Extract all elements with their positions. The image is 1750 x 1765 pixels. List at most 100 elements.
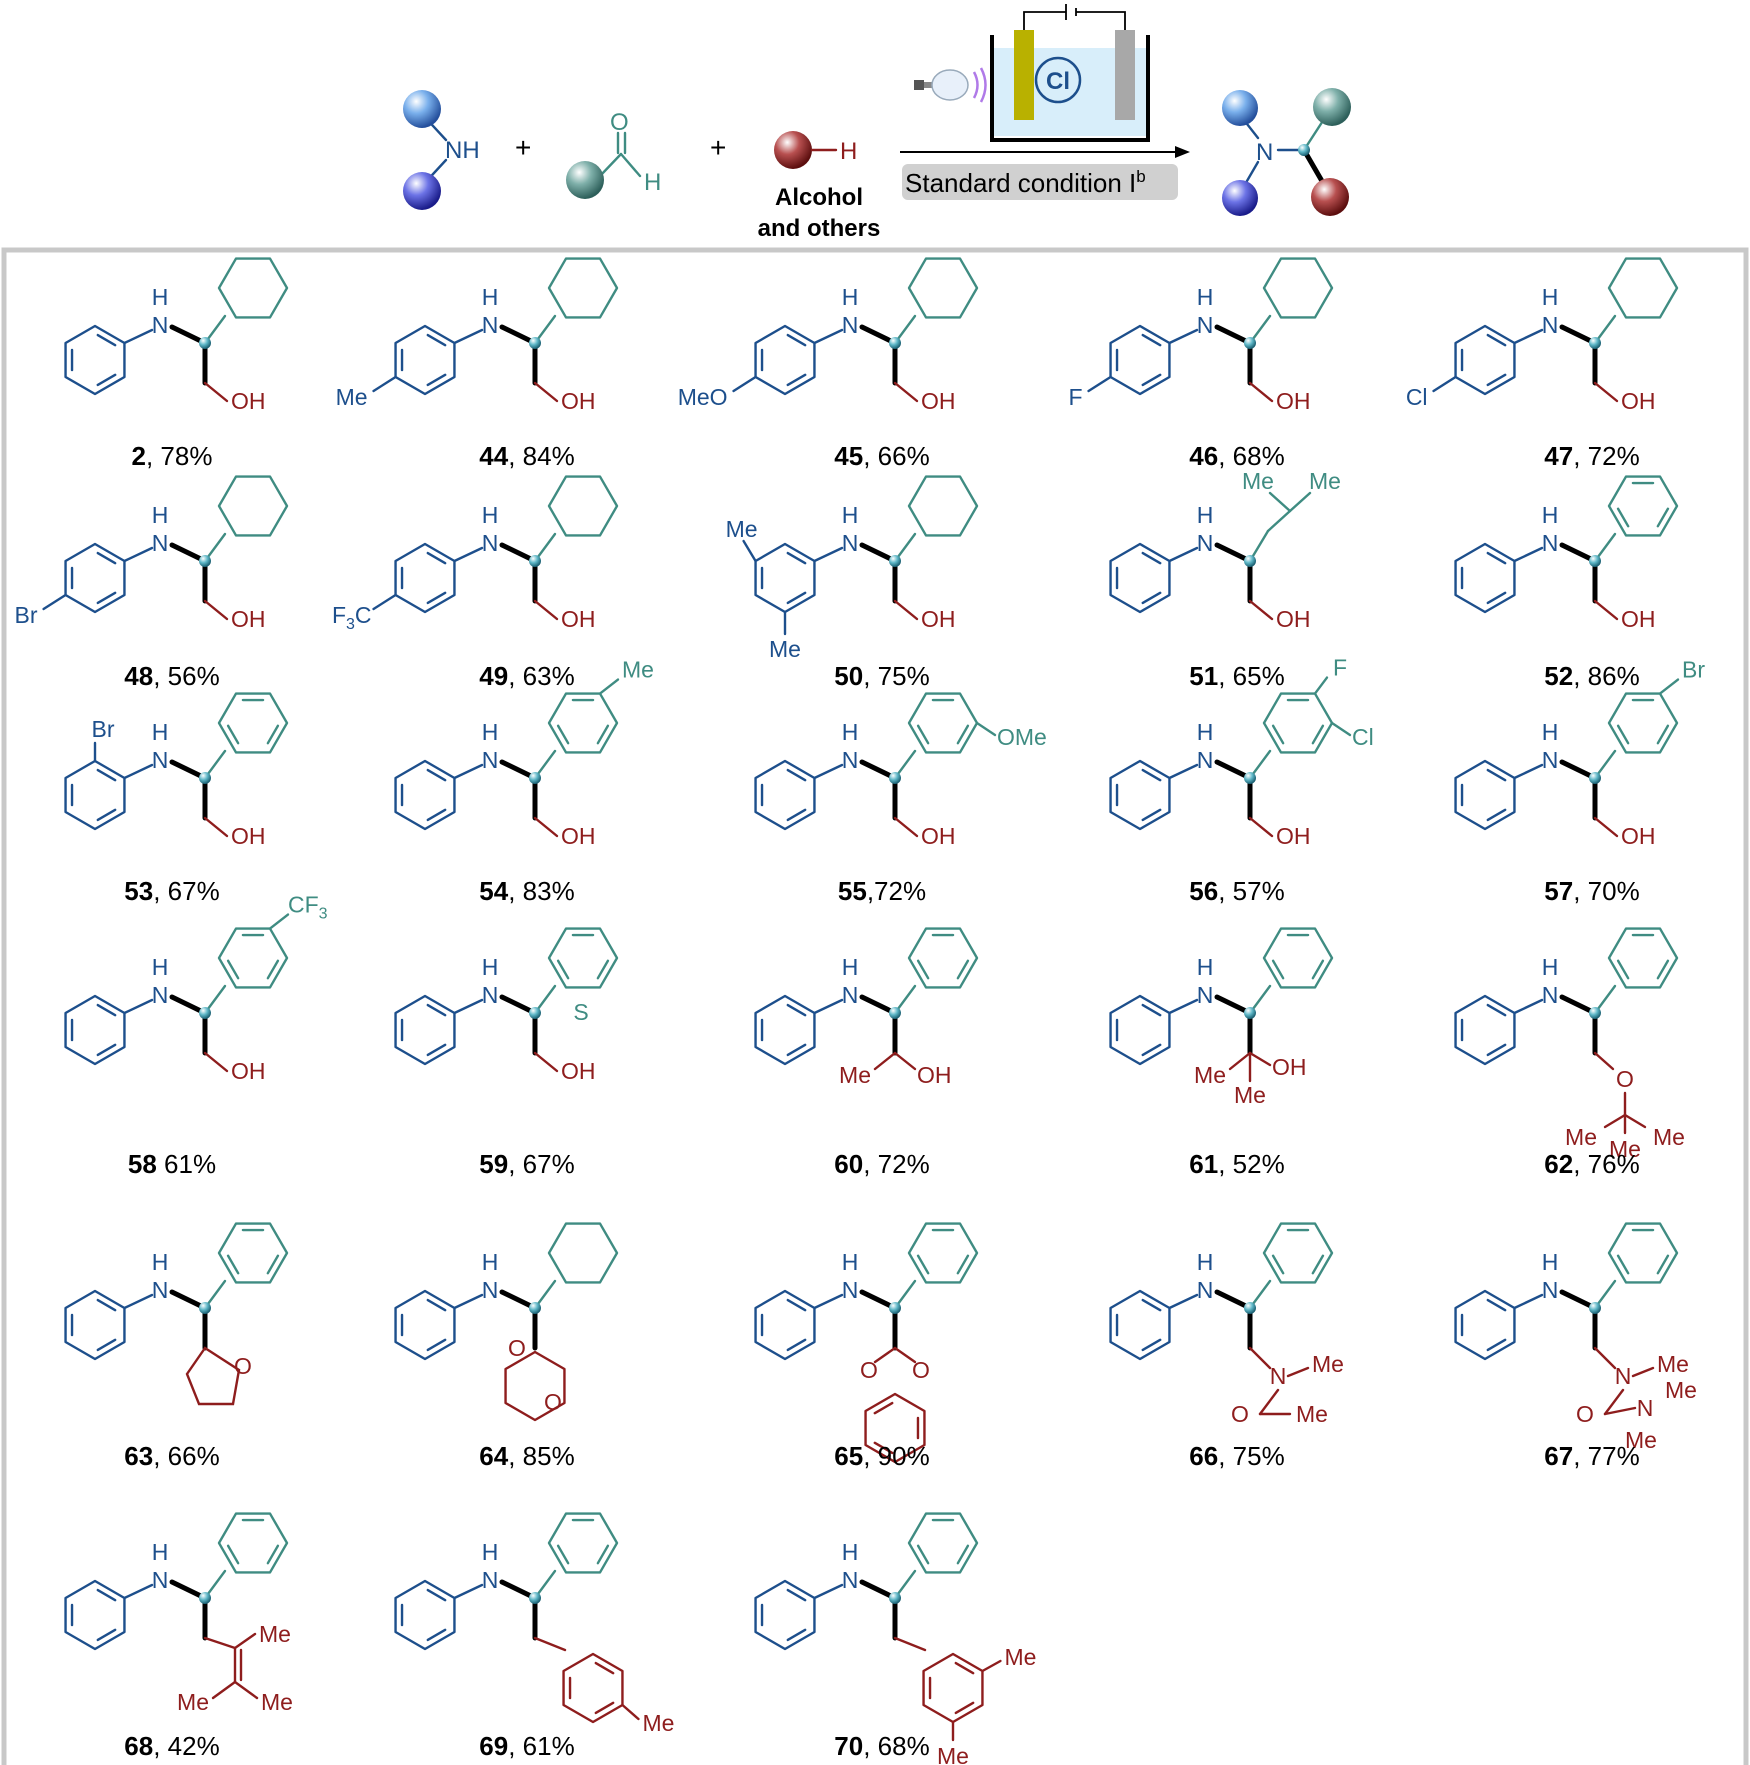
nh-nitrogen-label: N bbox=[842, 982, 859, 1008]
aryl-bromo-label: Br bbox=[92, 716, 115, 742]
hydroxyl-label: OH bbox=[231, 606, 266, 632]
compound-label: 61, 52% bbox=[1189, 1149, 1284, 1179]
hydroxyl-label: OH bbox=[561, 823, 596, 849]
methyl-label: Me bbox=[1665, 1377, 1697, 1403]
methyl-label: Me bbox=[1234, 1082, 1266, 1108]
nh-nitrogen-label: N bbox=[842, 530, 859, 556]
nh-hydrogen-label: H bbox=[842, 502, 859, 528]
methyl-label: Me bbox=[642, 1710, 674, 1736]
hydroxyl-label: OH bbox=[231, 1058, 266, 1084]
aryl-substituent-label: MeO bbox=[678, 384, 728, 410]
nh-nitrogen-label: N bbox=[152, 747, 169, 773]
aldehyde-oxygen: O bbox=[610, 109, 629, 136]
nh-hydrogen-label: H bbox=[152, 1539, 169, 1565]
nh-nitrogen-label: N bbox=[152, 1567, 169, 1593]
partner-reagent: H Alcohol and others bbox=[758, 131, 880, 242]
fluoro-label: F bbox=[1333, 655, 1347, 681]
carbonyl-oxygen-label: O bbox=[1231, 1401, 1249, 1427]
nh-hydrogen-label: H bbox=[1197, 284, 1214, 310]
nh-nitrogen-label: N bbox=[1542, 312, 1559, 338]
partner-label-line1: Alcohol bbox=[775, 184, 863, 211]
nh-nitrogen-label: N bbox=[1542, 982, 1559, 1008]
thiophene-sulfur-label: S bbox=[573, 999, 588, 1025]
nh-hydrogen-label: H bbox=[1542, 954, 1559, 980]
nh-hydrogen-label: H bbox=[842, 1249, 859, 1275]
nh-hydrogen-label: H bbox=[1197, 954, 1214, 980]
nh-nitrogen-label: N bbox=[482, 1277, 499, 1303]
nh-hydrogen-label: H bbox=[482, 954, 499, 980]
nitrogen-label: N bbox=[1637, 1395, 1654, 1421]
nh-hydrogen-label: H bbox=[1542, 719, 1559, 745]
nh-hydrogen-label: H bbox=[842, 1539, 859, 1565]
nh-nitrogen-label: N bbox=[152, 982, 169, 1008]
hydroxyl-label: OH bbox=[1276, 823, 1311, 849]
reaction-arrow-icon: Standard condition Ib bbox=[900, 146, 1190, 200]
nh-hydrogen-label: H bbox=[482, 284, 499, 310]
nh-nitrogen-label: N bbox=[1197, 982, 1214, 1008]
ether-oxygen-label: O bbox=[1616, 1066, 1634, 1092]
nh-hydrogen-label: H bbox=[1542, 502, 1559, 528]
nh-hydrogen-label: H bbox=[842, 284, 859, 310]
nh-nitrogen-label: N bbox=[842, 747, 859, 773]
compound-label: 64, 85% bbox=[479, 1441, 574, 1471]
hydroxyl-label: OH bbox=[1276, 388, 1311, 414]
benzodioxole-oxygen-label: O bbox=[912, 1357, 930, 1383]
aldehyde-hydrogen: H bbox=[644, 169, 661, 196]
chloro-label: Cl bbox=[1352, 724, 1374, 750]
methyl-label: Me bbox=[1004, 1644, 1036, 1670]
nh-hydrogen-label: H bbox=[1542, 1249, 1559, 1275]
compound-label: 49, 63% bbox=[479, 661, 574, 691]
dioxane-oxygen-label: O bbox=[544, 1389, 562, 1415]
hydroxyl-label: OH bbox=[1621, 388, 1656, 414]
compound-label: 51, 65% bbox=[1189, 661, 1284, 691]
compound-label: 54, 83% bbox=[479, 876, 574, 906]
methyl-label: Me bbox=[1625, 1427, 1657, 1453]
nh-hydrogen-label: H bbox=[152, 954, 169, 980]
compound-label: 67, 77% bbox=[1544, 1441, 1639, 1471]
hydroxyl-label: OH bbox=[917, 1062, 952, 1088]
nh-hydrogen-label: H bbox=[152, 1249, 169, 1275]
methyl-label: Me bbox=[259, 1621, 291, 1647]
aryl-substituent-label: Br bbox=[15, 602, 38, 628]
para-substituent-label: Br bbox=[1682, 657, 1705, 683]
methyl-label: Me bbox=[1609, 1136, 1641, 1162]
methyl-label: Me bbox=[1565, 1124, 1597, 1150]
compound-label: 68, 42% bbox=[124, 1731, 219, 1761]
nh-nitrogen-label: N bbox=[152, 530, 169, 556]
compound-label: 44, 84% bbox=[479, 441, 574, 471]
methyl-label: Me bbox=[1657, 1351, 1689, 1377]
nitrogen-label: N bbox=[1270, 1363, 1287, 1389]
hydroxyl-label: OH bbox=[561, 606, 596, 632]
nh-nitrogen-label: N bbox=[482, 1567, 499, 1593]
thf-oxygen-label: O bbox=[234, 1353, 252, 1379]
nh-nitrogen-label: N bbox=[152, 312, 169, 338]
compound-label: 48, 56% bbox=[124, 661, 219, 691]
compound-label: 57, 70% bbox=[1544, 876, 1639, 906]
aryl-substituent-label: F bbox=[1068, 384, 1082, 410]
compound-label: 2, 78% bbox=[132, 441, 213, 471]
product-n-label: N bbox=[1256, 139, 1273, 166]
compound-label: 58 61% bbox=[128, 1149, 216, 1179]
nh-nitrogen-label: N bbox=[482, 982, 499, 1008]
reaction-header: NH + O H + H Alcohol and others bbox=[403, 4, 1351, 242]
hydroxyl-label: OH bbox=[231, 388, 266, 414]
aryl-substituent-label: Me bbox=[336, 384, 368, 410]
lamp-icon bbox=[914, 67, 987, 103]
